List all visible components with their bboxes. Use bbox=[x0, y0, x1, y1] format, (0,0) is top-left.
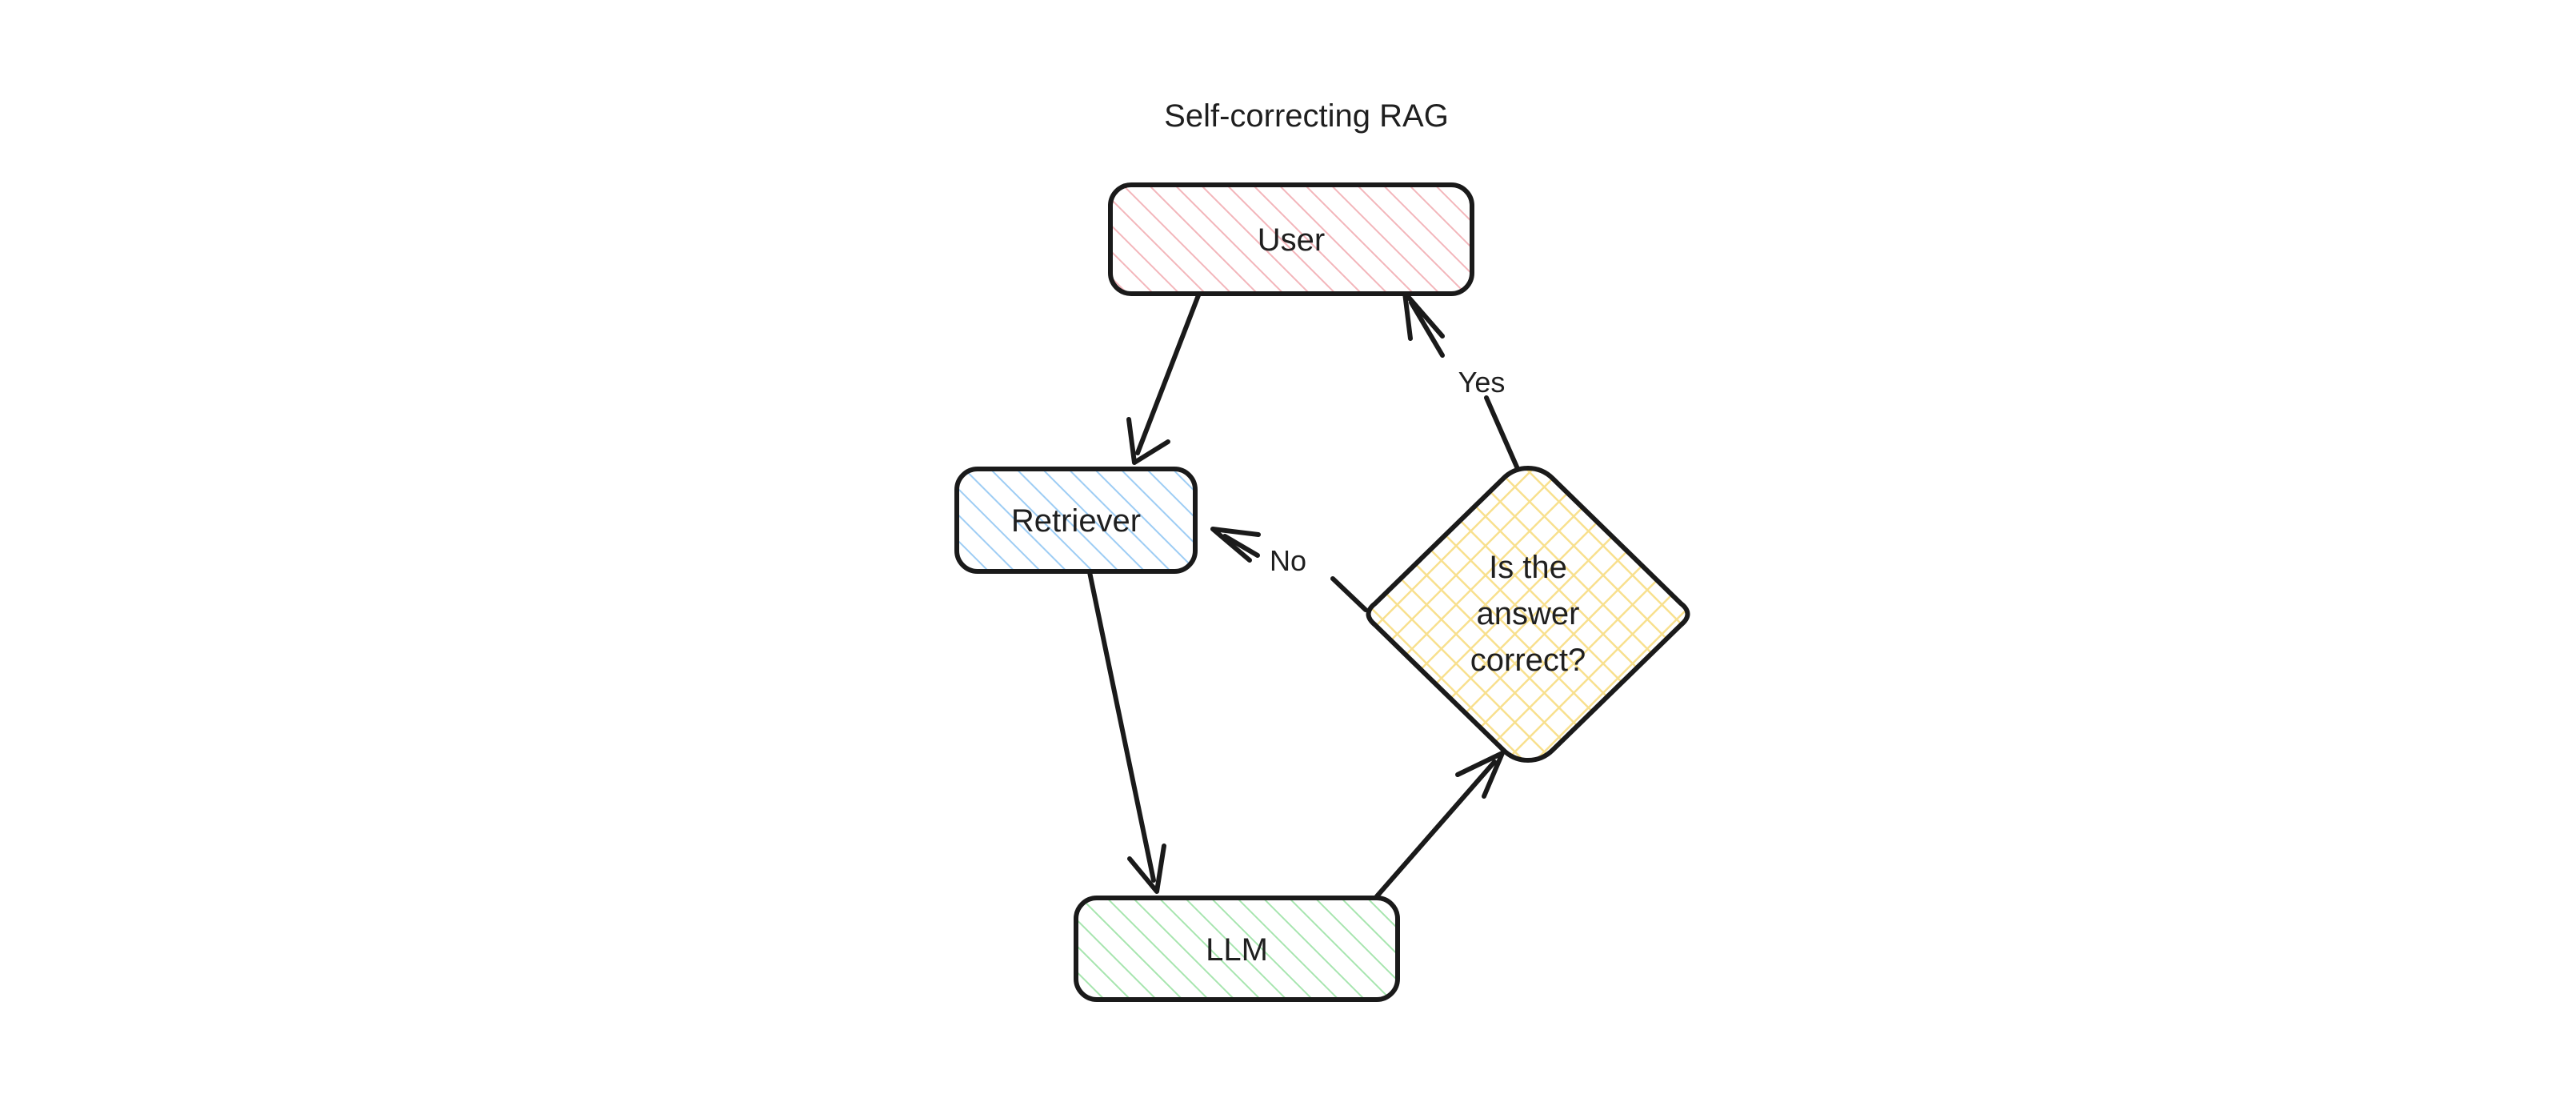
node-llm-shape[interactable] bbox=[1074, 896, 1400, 1002]
edge-decision-no-to-retriever: No bbox=[1210, 527, 1368, 612]
node-user[interactable]: User bbox=[1108, 182, 1474, 296]
node-retriever-label: Retriever bbox=[1011, 503, 1141, 539]
node-decision-label-line-1: Is the bbox=[1489, 550, 1567, 585]
edge-user-to-retriever bbox=[1126, 293, 1201, 465]
node-user-label: User bbox=[1258, 222, 1325, 258]
node-user-shape[interactable] bbox=[1108, 182, 1474, 296]
node-llm[interactable]: LLM bbox=[1074, 896, 1400, 1002]
edge-label-no: No bbox=[1270, 544, 1306, 577]
node-retriever[interactable]: Retriever bbox=[954, 467, 1198, 574]
node-decision-shape[interactable] bbox=[1366, 466, 1690, 763]
node-llm-label: LLM bbox=[1206, 932, 1268, 968]
node-decision[interactable]: Is the answer correct? bbox=[1366, 466, 1690, 763]
node-retriever-shape[interactable] bbox=[954, 467, 1198, 574]
edge-label-yes: Yes bbox=[1458, 366, 1506, 399]
node-decision-label-line-3: correct? bbox=[1470, 643, 1586, 678]
node-decision-label-line-2: answer bbox=[1477, 596, 1580, 631]
edge-llm-to-decision bbox=[1374, 751, 1505, 899]
edge-decision-yes-to-user: Yes bbox=[1402, 291, 1521, 473]
edge-retriever-to-llm bbox=[1087, 570, 1166, 894]
diagram-title: Self-correcting RAG bbox=[1164, 98, 1449, 134]
